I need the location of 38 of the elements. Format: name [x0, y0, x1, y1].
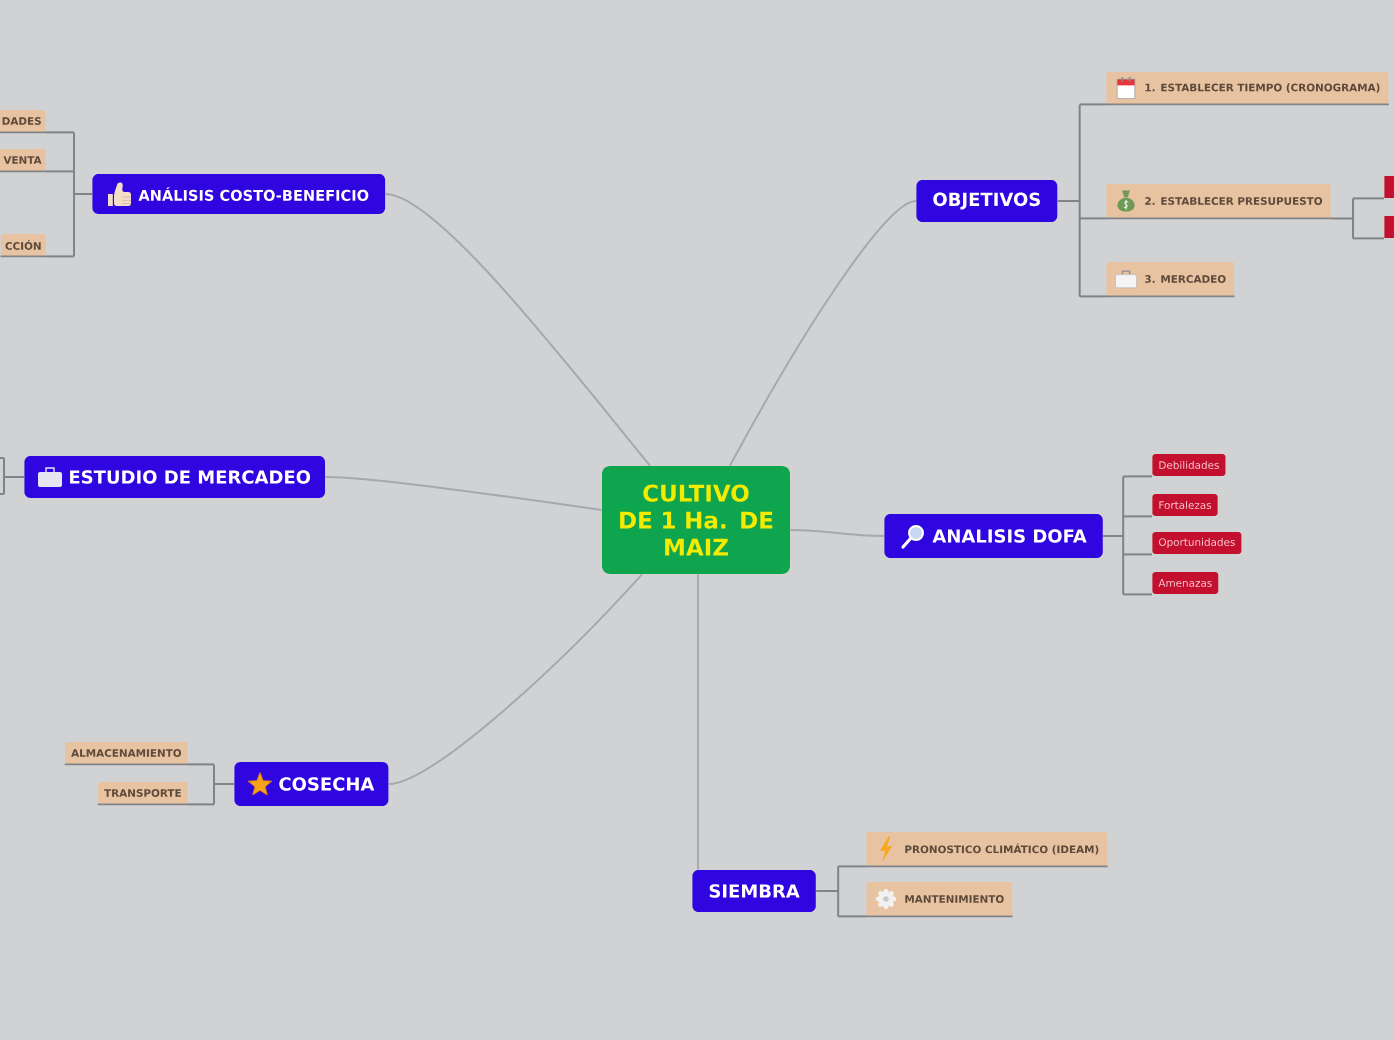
connector-line: [73, 131, 93, 258]
connector-line: [324, 476, 603, 511]
connector-line: [45, 170, 75, 173]
connector-line: [387, 573, 643, 785]
connector-line: [697, 573, 699, 871]
connector-line: [1102, 475, 1125, 596]
central-topic-box: CULTIVO DE 1 Ha. DE MAIZ: [602, 466, 790, 574]
connector-line: [789, 529, 885, 537]
connector-line: [3, 457, 25, 495]
connector-line: [1122, 553, 1153, 556]
connector-line: [1122, 475, 1153, 478]
connector-line: [1330, 197, 1355, 240]
topic-box: ESTUDIO DE MERCADEO: [24, 456, 326, 498]
connector-line: [213, 763, 235, 806]
connector-line: [1078, 217, 1107, 220]
connector-line: [0, 457, 5, 495]
connector-line: [187, 803, 215, 806]
connector-line: [187, 763, 215, 766]
connector-line: [1078, 103, 1107, 106]
connector-line: [837, 865, 867, 868]
connector-line: [729, 200, 917, 467]
connector-line: [1078, 295, 1107, 298]
topic-box: ANALISIS DOFA: [884, 514, 1103, 558]
connector-line: [815, 865, 840, 918]
topic-box: OBJETIVOS: [916, 180, 1058, 222]
connector-line: [45, 131, 75, 134]
connector-line: [1352, 197, 1385, 200]
connector-line: [1352, 237, 1385, 240]
connector-line: [384, 193, 651, 467]
connector-line: [45, 255, 75, 258]
connector-line: [837, 915, 867, 918]
connector-line: [1122, 593, 1153, 596]
connector-line: [1056, 103, 1081, 298]
tag-box: [1384, 216, 1394, 238]
topic-box: SIEMBRA: [692, 870, 816, 912]
tag-box: [1384, 176, 1394, 198]
connector-line: [1122, 515, 1153, 518]
topic-box: COSECHA: [234, 762, 389, 806]
